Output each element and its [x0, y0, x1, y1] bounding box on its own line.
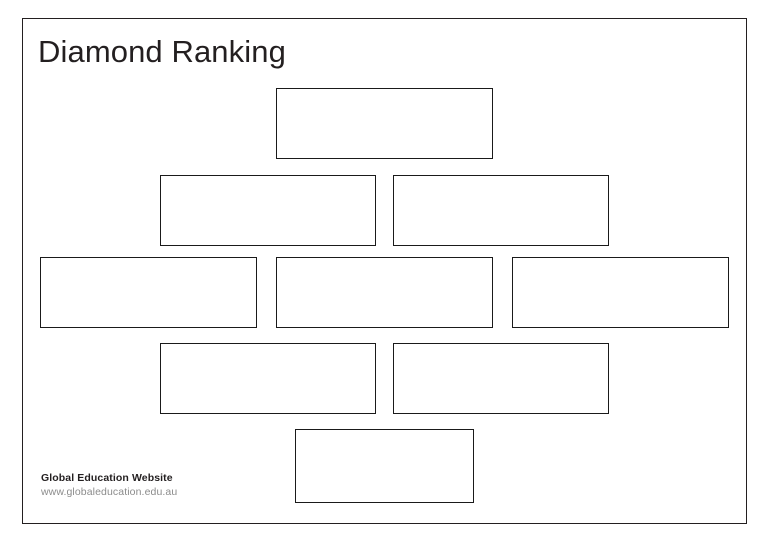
- rank-box[interactable]: [159, 175, 376, 246]
- diamond-row-1: [0, 88, 768, 159]
- rank-box[interactable]: [511, 257, 729, 328]
- rank-box[interactable]: [294, 429, 474, 503]
- rank-box[interactable]: [275, 88, 493, 159]
- page-title: Diamond Ranking: [38, 34, 286, 69]
- footer-url: www.globaleducation.edu.au: [41, 486, 178, 498]
- rank-box[interactable]: [159, 343, 376, 414]
- diamond-row-5: [0, 429, 768, 503]
- footer-organisation: Global Education Website: [41, 472, 173, 484]
- diamond-row-2: [0, 175, 768, 246]
- diamond-row-4: [0, 343, 768, 414]
- footer: Global Education Website www.globaleduca…: [41, 471, 301, 499]
- rank-box[interactable]: [392, 343, 609, 414]
- rank-box[interactable]: [392, 175, 609, 246]
- rank-box[interactable]: [39, 257, 257, 328]
- rank-box[interactable]: [275, 257, 493, 328]
- diamond-row-3: [0, 257, 768, 328]
